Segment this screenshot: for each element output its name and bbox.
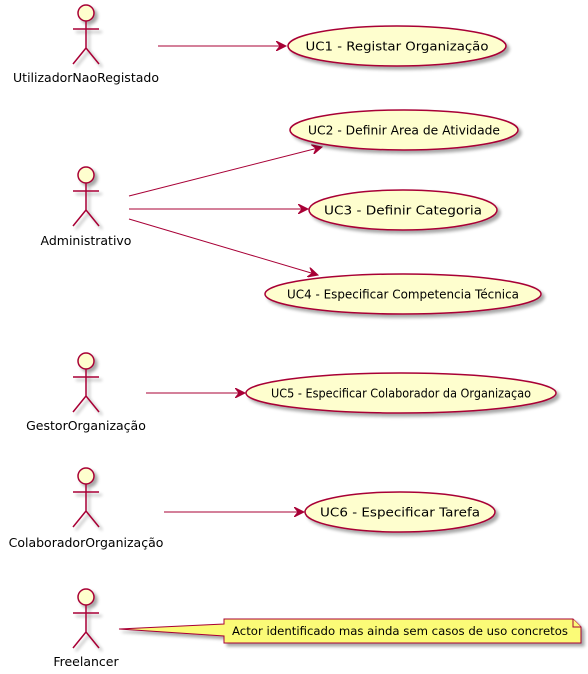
usecase-uc6: UC6 - Especificar Tarefa <box>304 491 496 533</box>
usecase-label: UC4 - Especificar Competencia Técnica <box>287 287 519 302</box>
actor-a4: ColaboradorOrganização <box>9 467 164 550</box>
actor-label: Freelancer <box>53 654 119 669</box>
actor-label: UtilizadorNaoRegistado <box>13 70 159 85</box>
association-a2-uc4 <box>128 218 318 275</box>
usecase-ellipse <box>264 273 542 315</box>
usecase-label: UC2 - Definir Area de Atividade <box>308 123 500 138</box>
actor-a3: GestorOrganização <box>26 352 146 433</box>
actor-figure <box>72 166 100 227</box>
actors-layer: UtilizadorNaoRegistadoAdministrativoGest… <box>9 4 164 669</box>
associations-layer <box>128 46 322 512</box>
actor-figure <box>72 588 100 649</box>
usecase-ellipse <box>304 491 496 533</box>
actor-label: GestorOrganização <box>26 418 146 433</box>
note: Actor identificado mas ainda sem casos d… <box>118 618 582 644</box>
actor-figure <box>72 467 100 528</box>
actor-a1: UtilizadorNaoRegistado <box>13 4 159 85</box>
usecase-label: UC1 - Registar Organização <box>306 39 489 54</box>
usecase-label: UC6 - Especificar Tarefa <box>320 505 480 520</box>
usecase-label: UC3 - Definir Categoria <box>324 203 482 218</box>
usecase-ellipse <box>245 372 557 414</box>
usecase-uc1: UC1 - Registar Organização <box>287 25 507 67</box>
note-layer: Actor identificado mas ainda sem casos d… <box>118 618 582 644</box>
association-a2-uc2 <box>128 147 322 197</box>
actor-a5: Freelancer <box>53 588 119 669</box>
usecase-uc4: UC4 - Especificar Competencia Técnica <box>264 273 542 315</box>
usecase-uc5: UC5 - Especificar Colaborador da Organiz… <box>245 372 557 414</box>
actor-figure <box>72 4 100 65</box>
note-corner-fold <box>572 619 581 628</box>
usecase-ellipse <box>287 25 507 67</box>
actor-label: Administrativo <box>41 233 132 248</box>
actor-figure <box>72 352 100 413</box>
note-text: Actor identificado mas ainda sem casos d… <box>232 624 568 638</box>
usecase-uc3: UC3 - Definir Categoria <box>308 189 498 231</box>
usecase-label: UC5 - Especificar Colaborador da Organiz… <box>271 386 531 401</box>
usecase-ellipse <box>289 109 519 151</box>
usecase-ellipse <box>308 189 498 231</box>
actor-label: ColaboradorOrganização <box>9 535 164 550</box>
usecase-uc2: UC2 - Definir Area de Atividade <box>289 109 519 151</box>
actor-a2: Administrativo <box>41 166 132 248</box>
